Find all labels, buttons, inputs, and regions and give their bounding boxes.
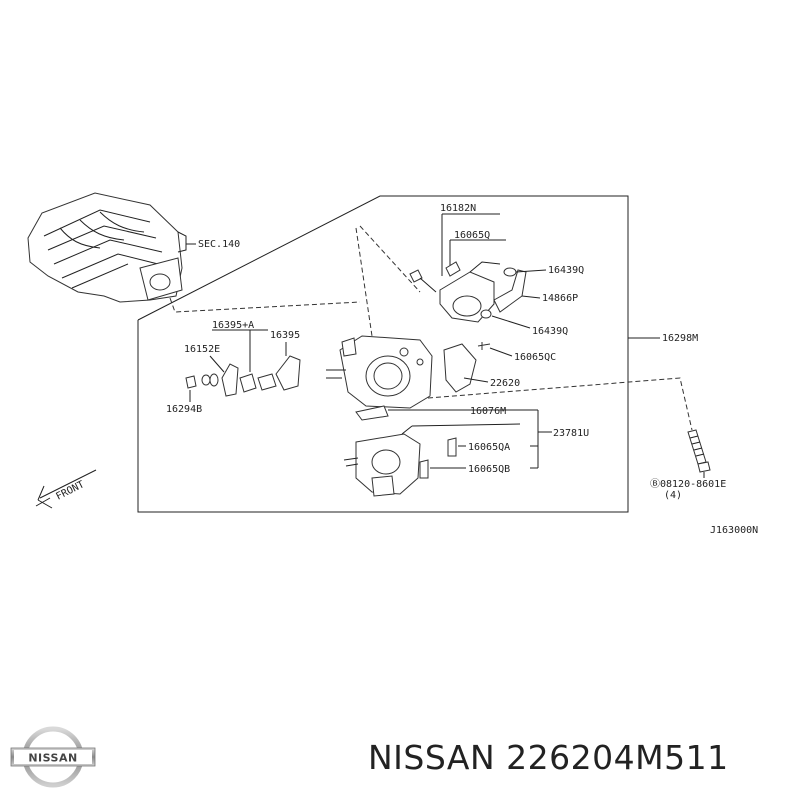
label-16065QB: 16065QB [468,464,510,475]
hose-clamp [480,309,492,319]
label-23781U: 23781U [553,428,589,439]
screw [419,459,429,479]
label-16395A: 16395+A [212,320,254,331]
label-16439Q-upper: 16439Q [548,265,584,276]
label-22620: 22620 [490,378,520,389]
air-hose [493,269,527,313]
dashed-leader [169,297,361,313]
label-16065QA: 16065QA [468,442,510,453]
front-arrow-icon [35,469,97,509]
label-16439Q-lower: 16439Q [532,326,568,337]
dashed-leader [359,225,421,293]
gasket [355,405,389,421]
label-16065QC: 16065QC [514,352,556,363]
label-16298M: 16298M [662,333,698,344]
screw [447,437,457,457]
label-16395: 16395 [270,330,300,341]
bolt-small [409,269,437,293]
nissan-logo: NISSAN [10,726,96,788]
label-bolt-qty: (4) [664,490,682,501]
label-16152E: 16152E [184,344,220,355]
label-14866P: 14866P [542,293,578,304]
dashed-leader [427,377,693,431]
diagram-code: J163000N [710,525,758,536]
logo-wordmark: NISSAN [28,752,77,765]
intake-manifold [27,192,187,303]
gasket-bracket [201,355,301,397]
idle-air-control-valve [439,261,501,323]
nut [185,375,197,389]
idle-speed-actuator [343,433,421,497]
throttle-body [326,335,477,409]
screw [477,342,491,350]
part-title: NISSAN 226204M511 [368,738,729,777]
label-bolt-part: Ⓑ08120-8601E [650,478,726,490]
diagram-frame [137,195,629,513]
mounting-bolt [687,429,711,473]
hose-clamp [503,267,517,277]
label-sec140: SEC.140 [198,239,240,250]
label-16076M: 16076M [470,406,506,417]
dashed-leader [355,227,373,337]
label-16294B: 16294B [166,404,202,415]
label-16065Q: 16065Q [454,230,490,241]
label-16182N: 16182N [440,203,476,214]
